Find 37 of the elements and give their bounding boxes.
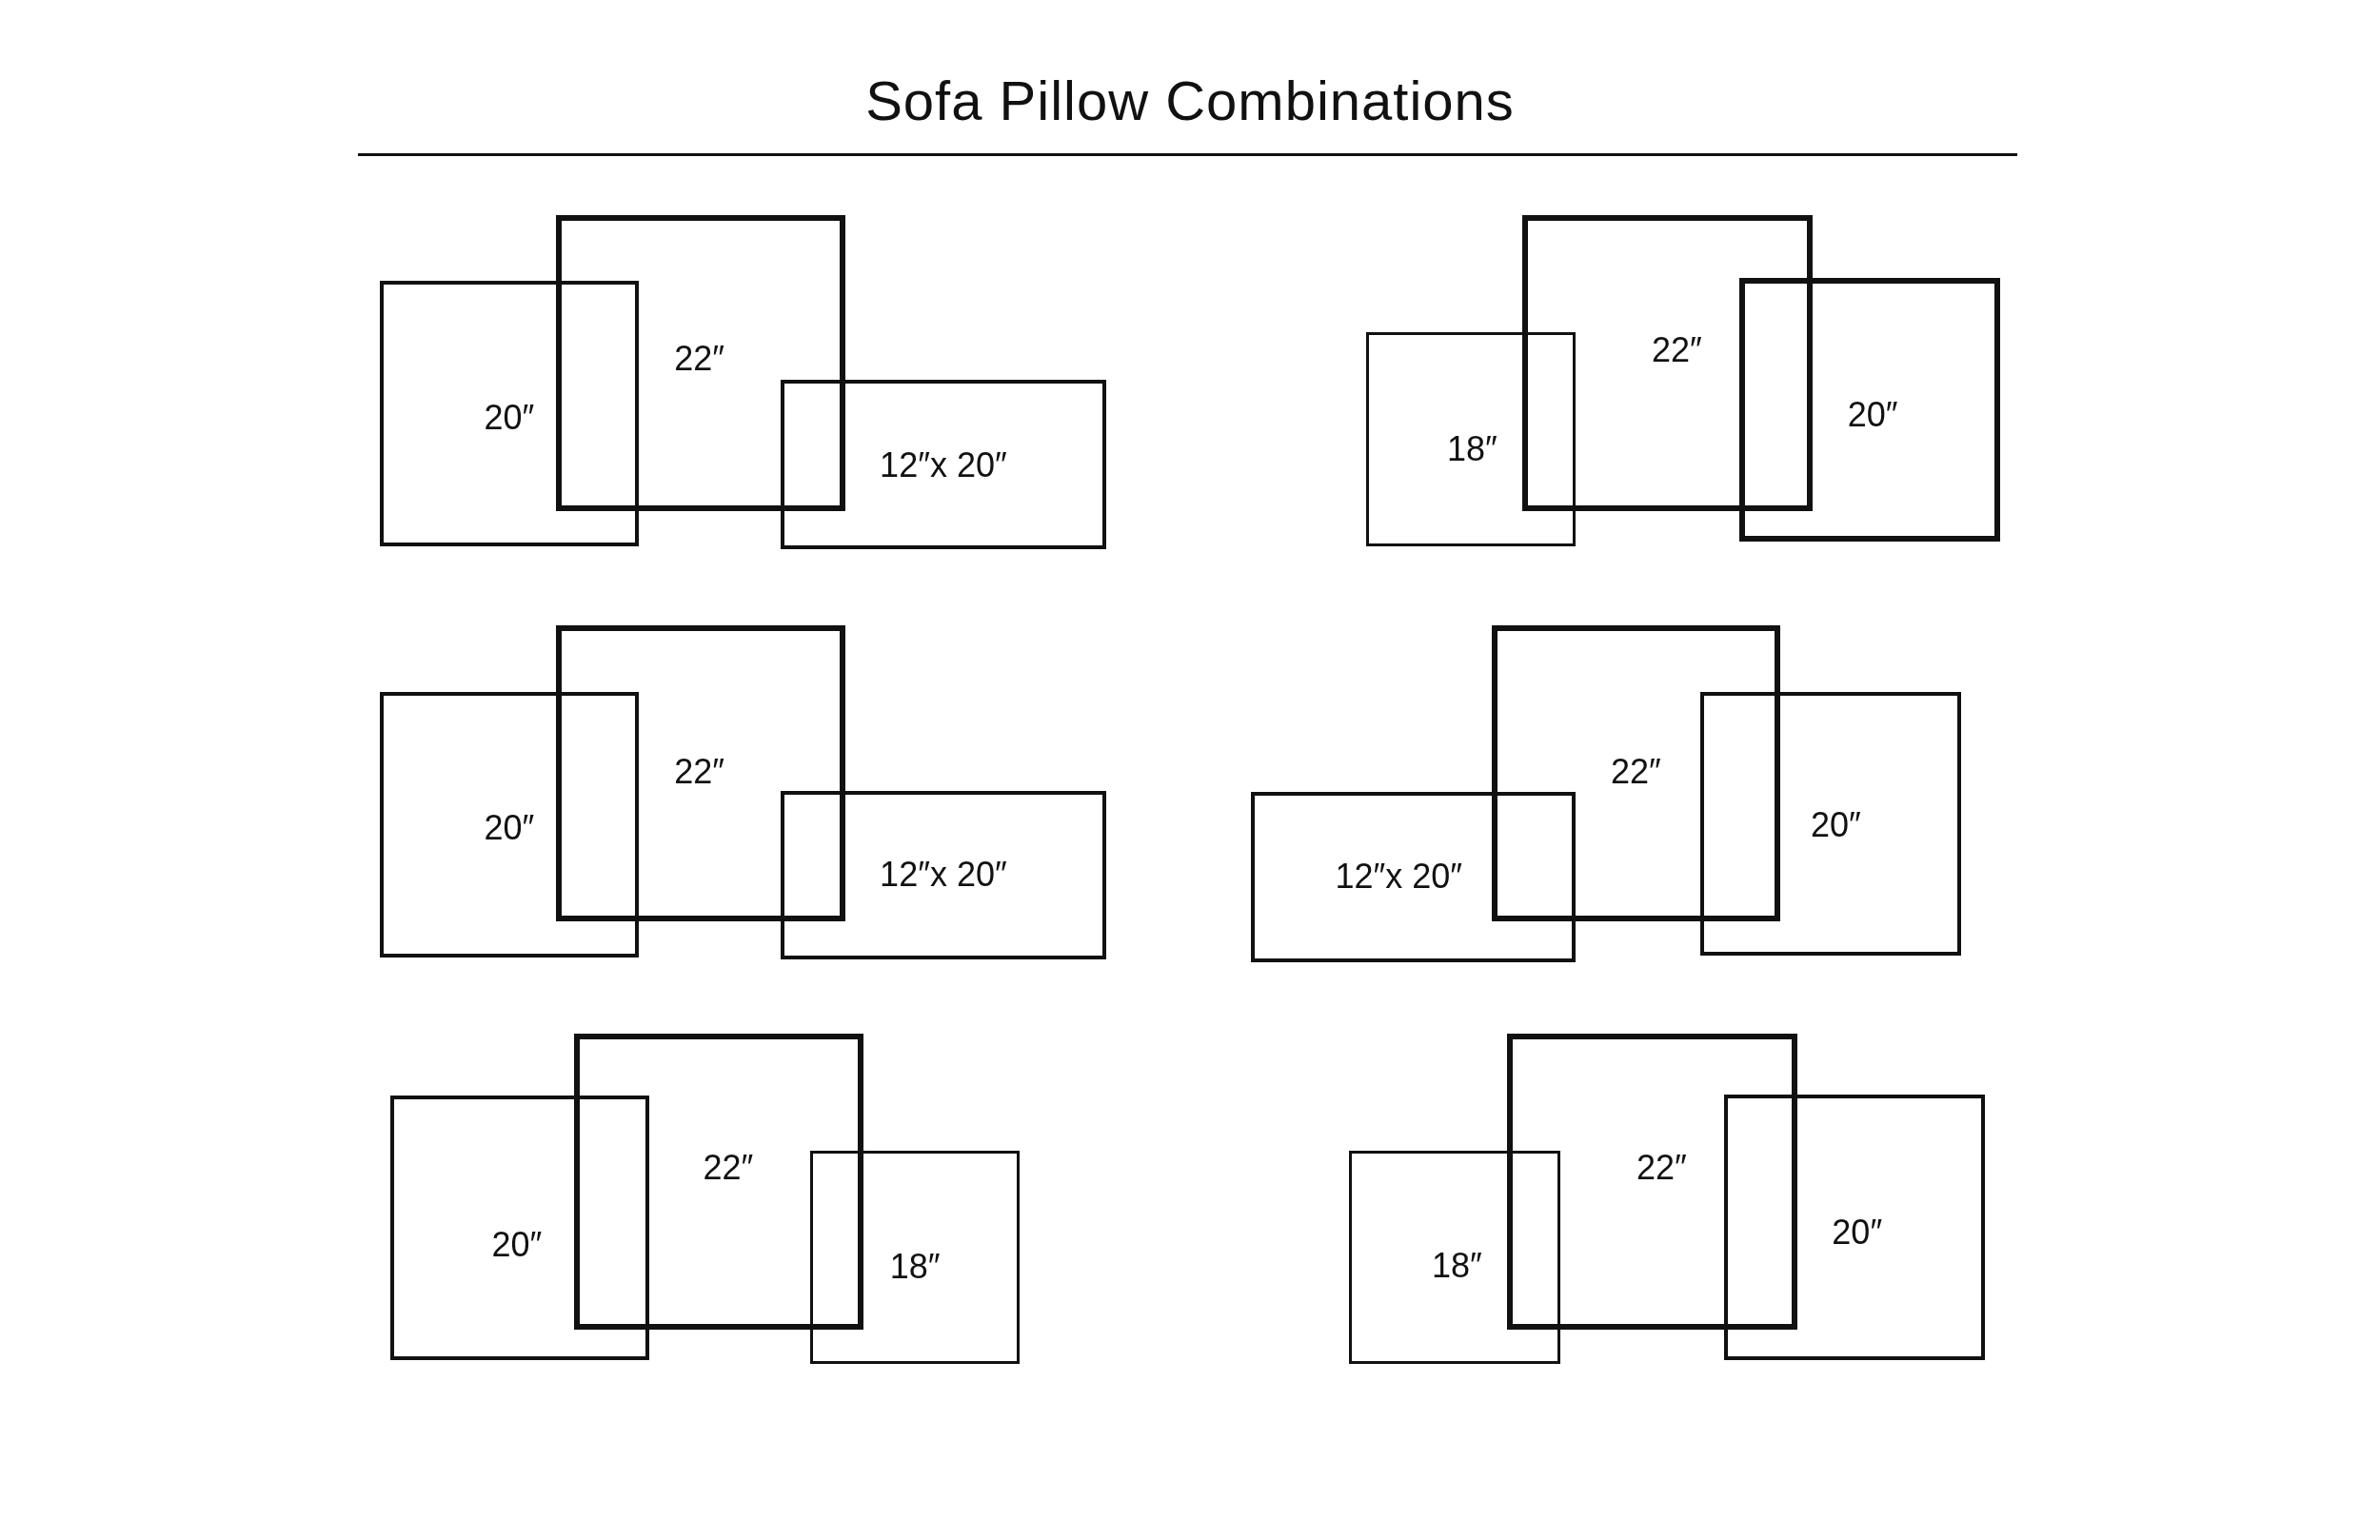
pillow-outline (1699, 692, 1961, 957)
pillow-outline (379, 280, 640, 546)
size-label: 20″ (491, 1225, 543, 1266)
pillow-outline (389, 1096, 650, 1360)
pillow-outline (555, 215, 846, 512)
size-label: 20″ (1832, 1213, 1883, 1254)
pillow-outline (555, 624, 846, 921)
size-label: 20″ (1847, 395, 1898, 436)
title: Sofa Pillow Combinations (865, 69, 1515, 131)
pillow-outline (573, 1033, 864, 1330)
size-label: 22″ (1652, 329, 1702, 370)
pillow-outline (1492, 624, 1781, 921)
size-label: 18″ (889, 1247, 941, 1288)
pillow-outline (1507, 1033, 1797, 1330)
size-label: 18″ (1446, 428, 1497, 469)
pillow-outline (1522, 215, 1813, 512)
size-label: 20″ (484, 807, 535, 848)
size-label: 22″ (1636, 1148, 1687, 1189)
size-label: 12″x 20″ (880, 444, 1007, 485)
size-label: 22″ (674, 339, 724, 380)
size-label: 22″ (703, 1148, 754, 1189)
pillow-outline (1724, 1094, 1986, 1360)
size-label: 12″x 20″ (880, 855, 1007, 896)
size-label: 22″ (1610, 752, 1661, 793)
pillow-outline (780, 379, 1107, 550)
pillow-outline (780, 790, 1107, 959)
pillow-outline (1739, 277, 2001, 543)
size-label: 22″ (674, 752, 724, 793)
size-label: 20″ (484, 398, 535, 439)
size-label: 12″x 20″ (1335, 856, 1462, 897)
pillow-outline (1250, 792, 1576, 962)
pillow-outline (1365, 332, 1576, 546)
size-label: 20″ (1811, 804, 1861, 845)
size-label: 18″ (1432, 1245, 1482, 1286)
pillow-outline (1349, 1150, 1560, 1365)
pillow-outline (379, 692, 640, 958)
pillow-outline (810, 1150, 1021, 1365)
